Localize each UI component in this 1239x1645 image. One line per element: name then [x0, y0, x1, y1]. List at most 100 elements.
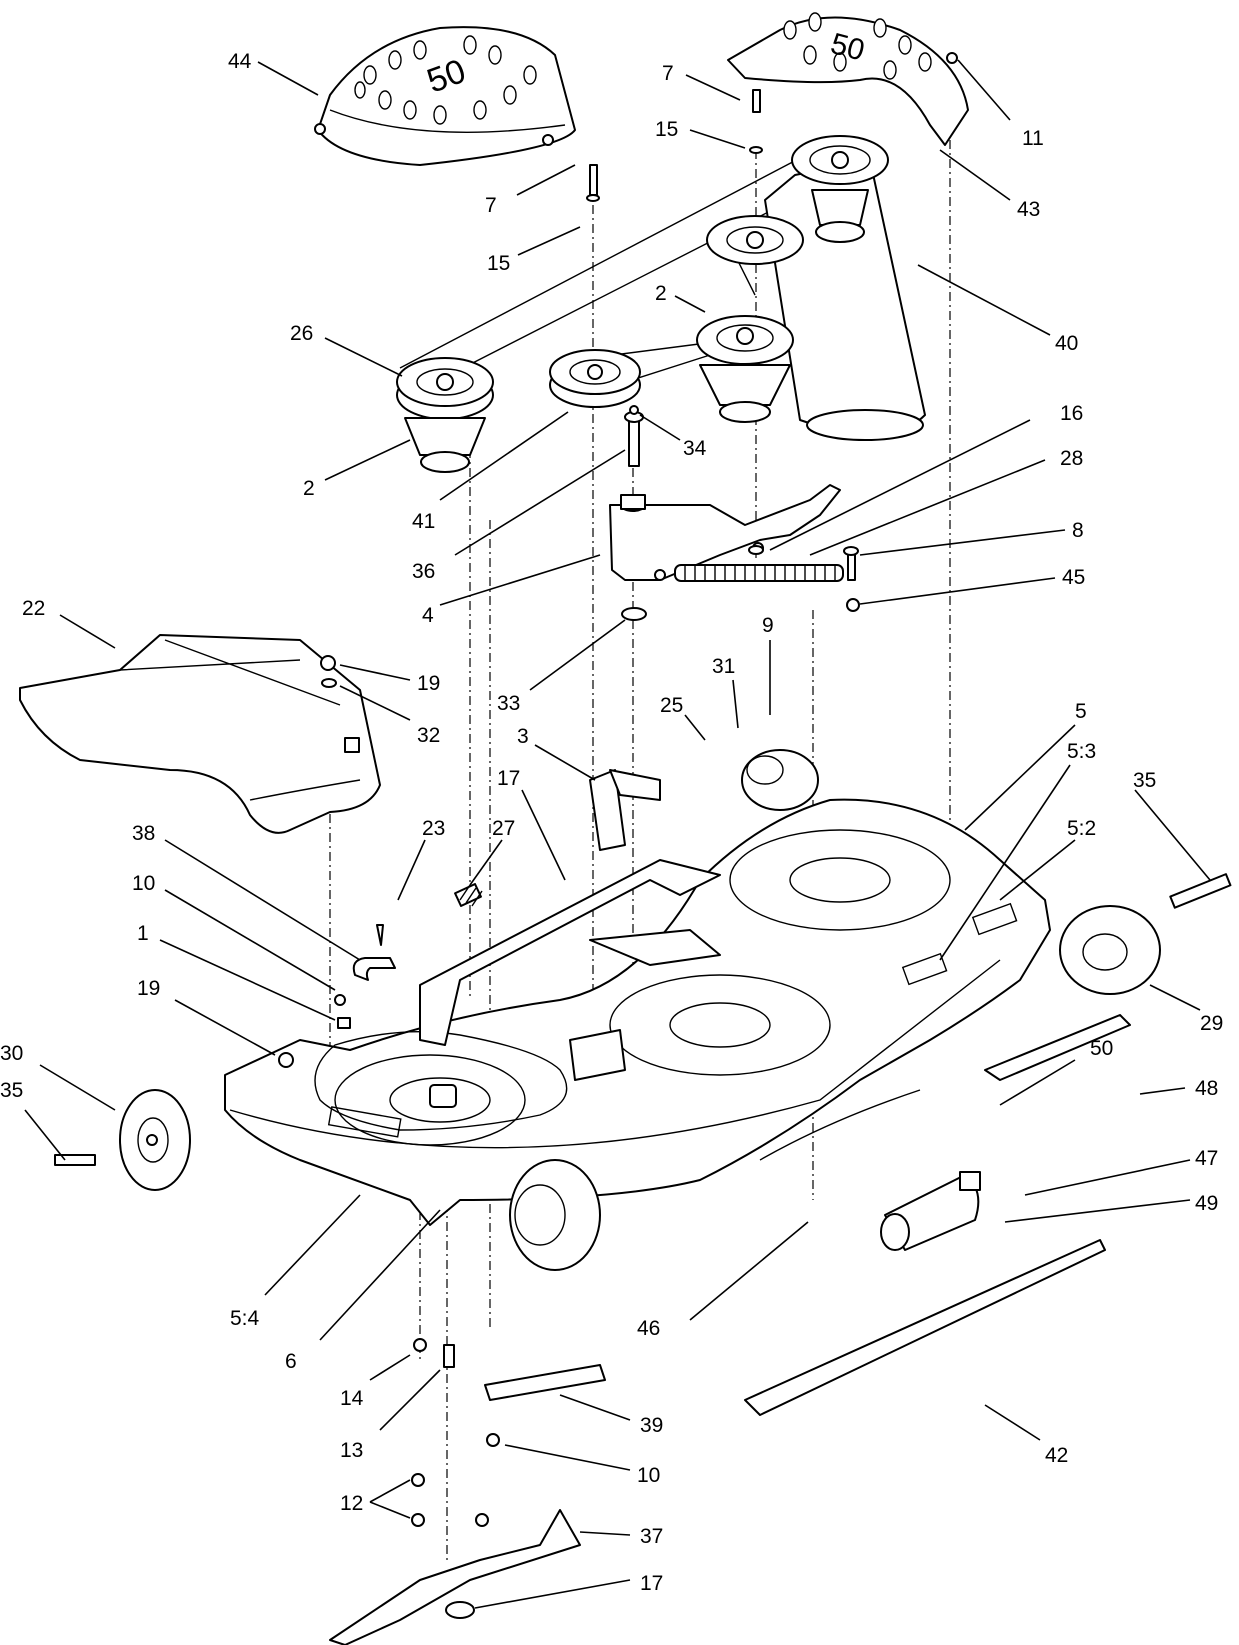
bolt-14 — [413, 1338, 427, 1352]
bolt-12-lower — [411, 1513, 425, 1527]
callout-42: 42 — [984, 1404, 1068, 1467]
svg-text:42: 42 — [1045, 1444, 1068, 1467]
callout-39: 39 — [559, 1394, 663, 1437]
belt-guard — [764, 159, 926, 441]
svg-text:37: 37 — [640, 1525, 663, 1548]
svg-text:4: 4 — [422, 604, 434, 627]
bolt-12-upper — [411, 1473, 425, 1487]
svg-text:17: 17 — [640, 1572, 663, 1595]
svg-text:33: 33 — [497, 692, 520, 715]
callout-22: 22 — [22, 597, 116, 649]
callout-8: 8 — [859, 519, 1084, 556]
svg-text:15: 15 — [487, 252, 510, 275]
callouts: 44 7 15 11 43 7 15 2 40 26 34 16 28 2 41… — [0, 50, 1223, 1609]
wheel-29 — [1059, 905, 1161, 995]
bolt-10-upper — [334, 994, 346, 1006]
svg-text:40: 40 — [1055, 332, 1078, 355]
callout-13: 13 — [340, 1369, 441, 1462]
svg-text:7: 7 — [485, 194, 497, 217]
callout-17-bottom: 17 — [474, 1572, 663, 1609]
svg-text:12: 12 — [340, 1492, 363, 1515]
svg-text:10: 10 — [637, 1464, 660, 1487]
callout-4: 4 — [422, 554, 601, 627]
left-belt-cover: 50 — [314, 26, 576, 166]
bolt-7-left — [589, 164, 598, 196]
callout-1: 1 — [137, 922, 336, 1021]
svg-text:49: 49 — [1195, 1192, 1218, 1215]
callout-28: 28 — [809, 447, 1083, 556]
svg-text:19: 19 — [137, 977, 160, 1000]
svg-text:41: 41 — [412, 510, 435, 533]
svg-text:36: 36 — [412, 560, 435, 583]
svg-text:44: 44 — [228, 50, 252, 73]
callout-50: 50 — [999, 1037, 1113, 1106]
callout-34: 34 — [639, 414, 707, 460]
svg-text:35: 35 — [0, 1079, 23, 1102]
idler-arm — [609, 484, 841, 581]
svg-text:47: 47 — [1195, 1147, 1218, 1170]
tension-spring — [674, 564, 844, 582]
svg-text:22: 22 — [22, 597, 45, 620]
washer-15-right — [749, 146, 763, 154]
svg-text:25: 25 — [660, 694, 683, 717]
nut-19-top — [320, 655, 336, 671]
center-spindle-pulley — [696, 315, 794, 423]
svg-text:28: 28 — [1060, 447, 1083, 470]
callout-49: 49 — [1004, 1192, 1218, 1223]
gauge-wheel-right-front — [741, 749, 819, 811]
callout-3: 3 — [517, 725, 596, 781]
discharge-chute — [19, 634, 381, 834]
callout-48: 48 — [1139, 1077, 1218, 1100]
callout-6: 6 — [285, 1209, 441, 1373]
svg-text:46: 46 — [637, 1317, 660, 1340]
callout-47: 47 — [1024, 1147, 1218, 1196]
callout-2-lower: 2 — [303, 439, 411, 500]
nut-11 — [946, 52, 958, 64]
screw-13 — [443, 1344, 455, 1368]
callout-32: 32 — [339, 685, 440, 747]
roller-axle — [984, 1014, 1131, 1081]
wheel-30 — [119, 1089, 191, 1191]
callout-36: 36 — [412, 449, 626, 583]
svg-text:48: 48 — [1195, 1077, 1218, 1100]
svg-text:27: 27 — [492, 817, 515, 840]
callout-10-lower: 10 — [504, 1444, 660, 1487]
callout-27: 27 — [469, 817, 515, 886]
lift-spring — [454, 883, 483, 907]
svg-text:17: 17 — [497, 767, 520, 790]
anti-scalp-roller — [880, 1171, 981, 1251]
callout-2-upper: 2 — [655, 282, 706, 313]
callout-41: 41 — [412, 411, 569, 533]
left-spindle-pulley — [396, 357, 494, 473]
svg-text:45: 45 — [1062, 566, 1085, 589]
svg-text:29: 29 — [1200, 1012, 1223, 1035]
callout-14: 14 — [340, 1354, 411, 1410]
bolt-10-lower — [486, 1433, 500, 1447]
cotter-pin — [376, 924, 384, 946]
svg-text:19: 19 — [417, 672, 440, 695]
bolt-7-right — [752, 89, 761, 113]
nut-19-lower — [278, 1052, 294, 1068]
lift-rod — [352, 957, 396, 981]
svg-text:15: 15 — [655, 118, 678, 141]
svg-text:7: 7 — [662, 62, 674, 85]
nut-45 — [846, 598, 860, 612]
callout-5-4: 5:4 — [230, 1194, 361, 1330]
pivot-bolt — [624, 405, 644, 467]
svg-text:11: 11 — [1022, 127, 1044, 150]
callout-31: 31 — [712, 655, 739, 729]
callout-43: 43 — [939, 149, 1040, 221]
plate-39 — [484, 1364, 606, 1401]
nut-17-blade — [445, 1601, 475, 1619]
svg-text:23: 23 — [422, 817, 445, 840]
clip-1 — [337, 1017, 351, 1029]
callout-23: 23 — [397, 817, 445, 901]
callout-17-top: 17 — [497, 767, 566, 881]
callout-9: 9 — [762, 614, 774, 715]
callout-25: 25 — [660, 694, 706, 741]
callout-7-left: 7 — [485, 164, 576, 217]
callout-38: 38 — [132, 822, 361, 961]
svg-text:32: 32 — [417, 724, 440, 747]
svg-text:50: 50 — [1090, 1037, 1113, 1060]
